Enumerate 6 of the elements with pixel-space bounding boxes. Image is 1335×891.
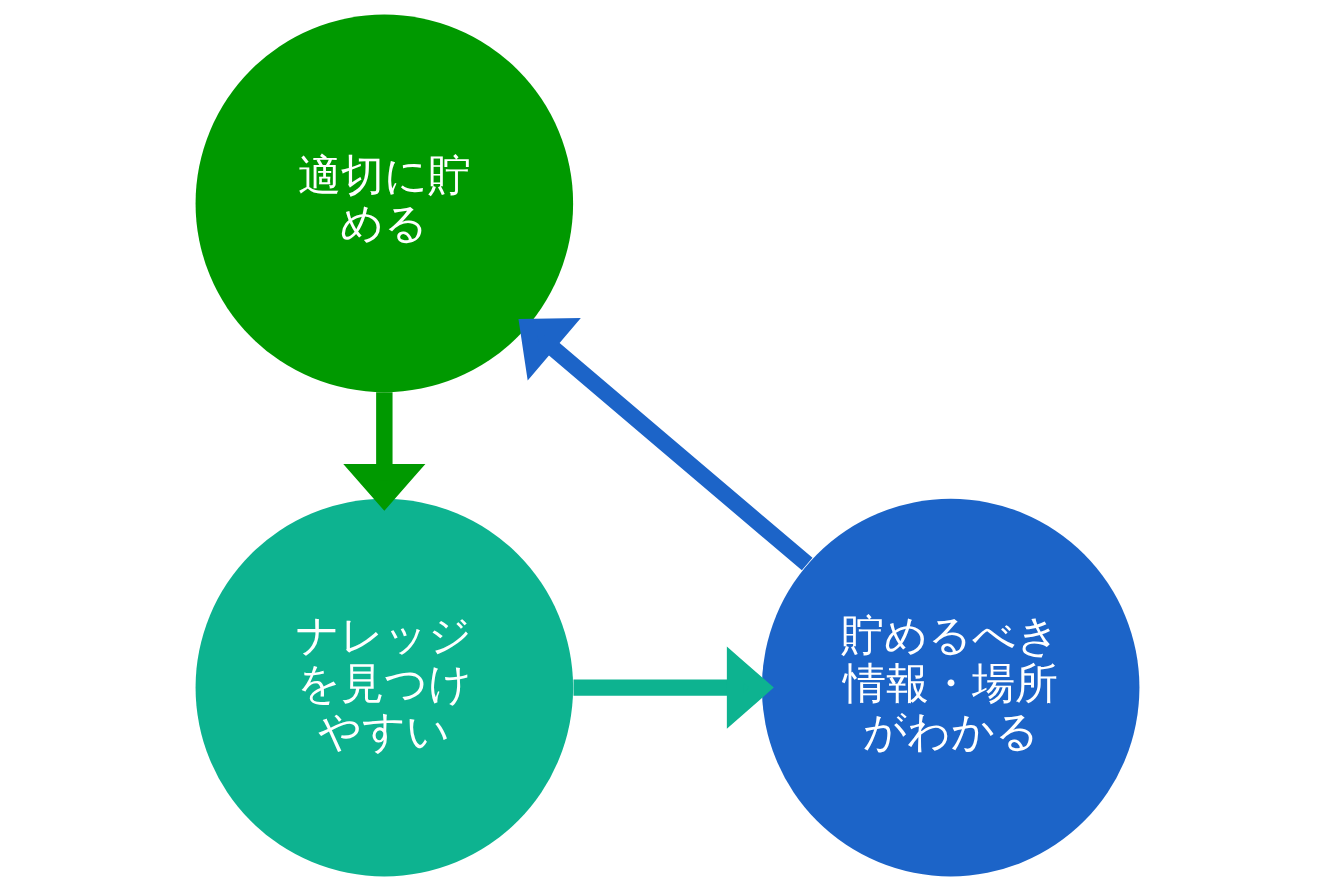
node-circle: 貯めるべき情報・場所がわかる — [761, 498, 1140, 877]
node-circle: 適切に貯める — [195, 14, 574, 393]
arrow — [343, 392, 426, 511]
arrow — [573, 646, 774, 729]
node-circle: ナレッジを見つけやすい — [195, 498, 574, 877]
arrow — [518, 318, 813, 571]
